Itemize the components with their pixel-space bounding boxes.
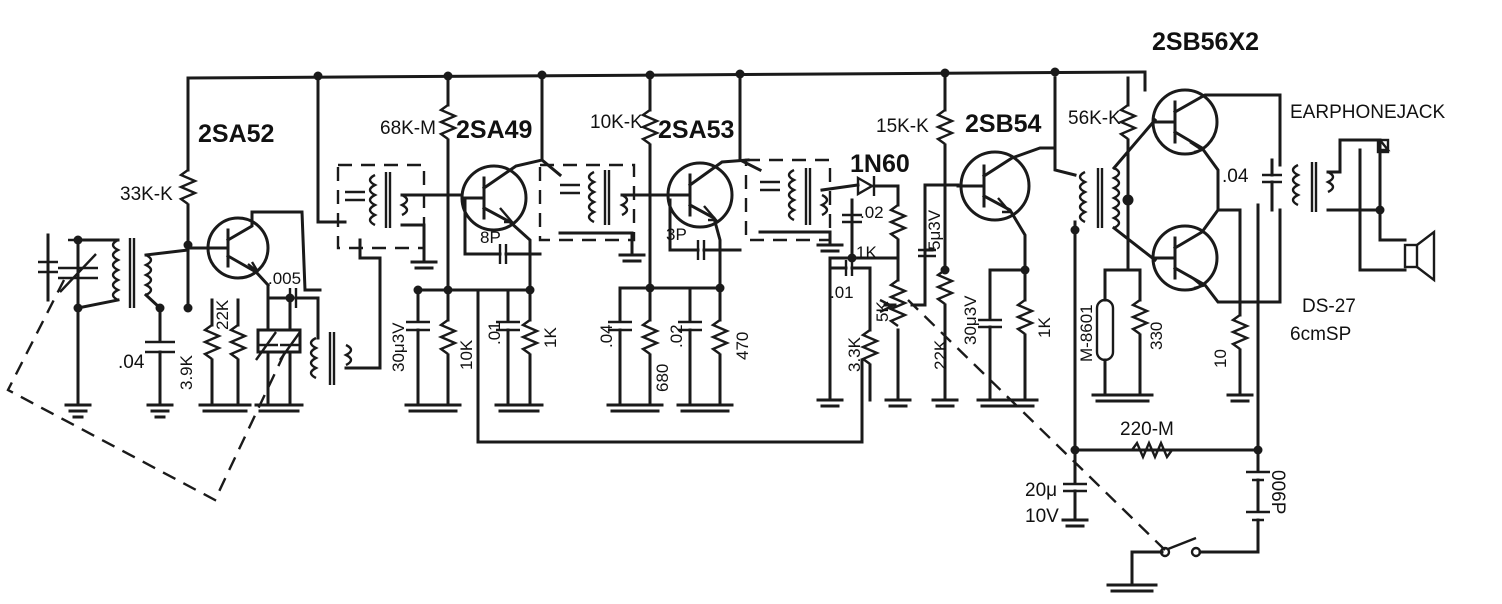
- capacitor-label-3p: 3P: [666, 225, 687, 244]
- driver-transformer: [1053, 76, 1158, 272]
- transistor-label-2sb54: 2SB54: [965, 110, 1042, 138]
- stage2-bias: [406, 76, 532, 407]
- speaker-model-label: DS-27: [1302, 296, 1356, 317]
- stage2-emitter: [496, 288, 541, 407]
- resistor-label-3-3k: 3.3K: [845, 336, 864, 372]
- transistor-label-2sa49: 2SA49: [456, 116, 532, 144]
- ifts-3-detector: [738, 76, 909, 402]
- capacitor-label-04-a: .04: [118, 352, 145, 373]
- thermistor-label: M-8601: [1077, 304, 1096, 362]
- ganged-tuning-link: [6, 279, 1166, 551]
- capacitor-label-01-b: .01: [830, 283, 854, 302]
- earphone-jack-label: EARPHONEJACK: [1290, 102, 1446, 123]
- thermistor-m8601: [1095, 268, 1151, 397]
- volume-control: [879, 183, 960, 402]
- capacitor-label-04-b: .04: [597, 324, 616, 348]
- transistor-label-2sa53: 2SA53: [658, 116, 734, 144]
- resistor-label-1k-a: 1K: [541, 327, 560, 348]
- resistor-label-680: 680: [653, 364, 672, 392]
- resistor-label-1k-c: 1K: [1035, 317, 1054, 338]
- resistor-label-22k-b: 22K: [931, 339, 950, 370]
- resistor-label-33k: 33K-K: [120, 184, 173, 205]
- capacitor-label-01-a: .01: [485, 321, 504, 345]
- output-network: [1216, 138, 1407, 397]
- resistor-label-3-9k: 3.9K: [177, 354, 196, 390]
- resistor-label-330: 330: [1147, 322, 1166, 350]
- resistor-label-5k: 5K: [873, 301, 892, 322]
- resistor-label-10k-top: 10K-K: [590, 112, 643, 133]
- antenna-coil: [76, 238, 190, 311]
- ground-symbols: [64, 243, 1254, 593]
- ifts-1: [316, 76, 464, 264]
- capacitor-label-02-a: .02: [667, 324, 686, 348]
- capacitor-label-10v: 10V: [1025, 506, 1059, 527]
- resistor-label-470: 470: [733, 332, 752, 360]
- resistor-label-10: 10: [1211, 349, 1230, 368]
- oscillator-section: [255, 238, 382, 407]
- stage3-emitter: [678, 286, 731, 407]
- earphone-jack-symbol: [1376, 138, 1390, 154]
- bias-return-line: [476, 288, 864, 444]
- power-supply: [1063, 439, 1270, 587]
- capacitor-label-5u: 5μ3V: [925, 209, 944, 250]
- speaker-symbol: [1403, 229, 1436, 283]
- stage4-emitter: [978, 268, 1036, 402]
- resistor-label-15k: 15K-K: [876, 116, 929, 137]
- header-label: 2SB56X2: [1152, 28, 1259, 56]
- transistor-2sb56-top: [1151, 88, 1282, 212]
- capacitor-label-005: .005: [268, 269, 301, 288]
- capacitor-label-30u-a: 30μ3V: [389, 322, 408, 372]
- capacitor-label-02-b: .02: [860, 203, 884, 222]
- transistor-label-2sa52: 2SA52: [198, 120, 274, 148]
- antenna-tuning-capacitor: [38, 233, 98, 310]
- transistor-2sb54: [956, 146, 1057, 272]
- stage1-bias-network: [145, 76, 249, 407]
- ground-return-line: [1073, 203, 1260, 452]
- battery-label: 006P: [1267, 470, 1288, 514]
- capacitor-label-20u: 20μ: [1025, 480, 1057, 501]
- diode-label-1n60: 1N60: [850, 150, 910, 178]
- capacitor-label-30u-b: 30μ3V: [961, 295, 980, 345]
- ifts-2: [538, 76, 670, 257]
- capacitor-label-8p: 8P: [480, 228, 501, 247]
- supply-rail: [186, 70, 1147, 92]
- resistor-label-56k: 56K-K: [1068, 108, 1121, 129]
- resistor-label-68k: 68K-M: [380, 118, 436, 139]
- transistor-2sb56-bottom: [1151, 207, 1282, 304]
- resistor-label-1k-b: 1K: [856, 243, 877, 262]
- stage3-bias: [608, 76, 722, 407]
- capacitor-label-04-c: .04: [1222, 166, 1249, 187]
- resistor-label-10k: 10K: [457, 339, 476, 370]
- transistor-2sa52: [186, 210, 307, 292]
- resistor-label-220m: 220-M: [1120, 419, 1174, 440]
- transistor-2sa49: [460, 158, 544, 292]
- stage4-bias: [934, 76, 956, 402]
- speaker-size-label: 6cmSP: [1290, 324, 1351, 345]
- resistor-label-22k-a: 22K: [213, 299, 232, 330]
- transistor-2sa53: [666, 158, 750, 290]
